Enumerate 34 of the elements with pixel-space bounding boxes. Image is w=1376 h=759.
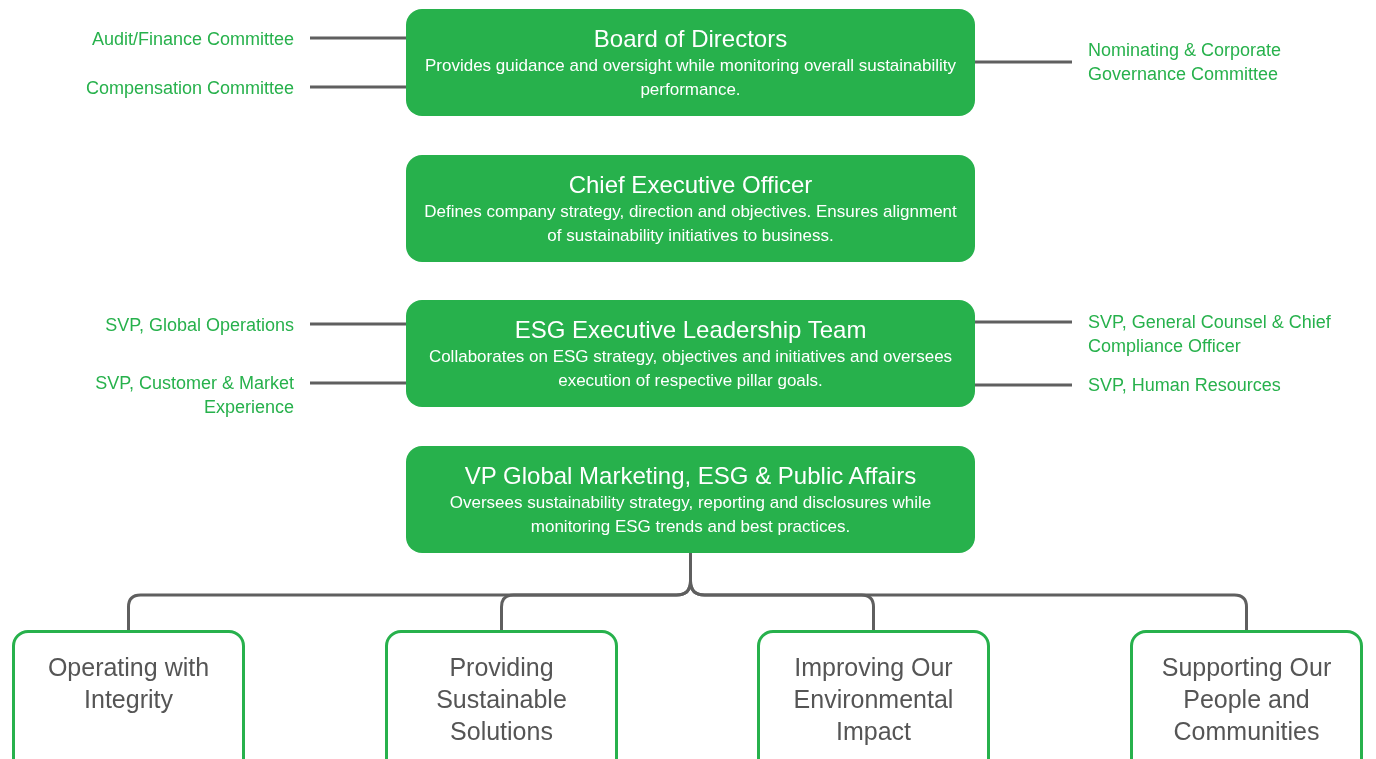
role-title: Board of Directors [593,23,788,54]
role-title: VP Global Marketing, ESG & Public Affairs [464,460,917,491]
role-box [406,300,975,407]
pillar-label: Operating with Integrity [46,652,211,715]
connector-line [975,320,1072,324]
committee-label: Compensation Committee [30,76,310,100]
role-box [406,446,975,553]
connector-line [310,36,406,40]
connector-line [975,60,1072,64]
pillar-label: Supporting Our People and Communities [1160,652,1333,747]
committee-label: SVP, Global Operations [30,313,310,337]
role-description: Provides guidance and oversight while monitoring overall sustainability performance. [423,54,958,101]
committee-label: SVP, Human Resources [1072,373,1332,397]
committee-label: Nominating & Corporate Governance Committee [1072,38,1332,86]
connector-line [310,381,406,385]
connector-line [975,383,1072,387]
pillar-box [12,630,245,759]
role-description: Oversees sustainability strategy, reporting and disclosures while monitoring ESG trends and best practices. [448,491,933,538]
committee-label: SVP, Customer & Market Experience [30,371,310,419]
committee-label: SVP, General Counsel & Chief Compliance Officer [1072,310,1332,358]
role-box [406,9,975,116]
role-box [406,155,975,262]
pillar-box [385,630,618,759]
pillar-label: Providing Sustainable Solutions [435,652,568,747]
connector-line [310,322,406,326]
role-description: Defines company strategy, direction and objectives. Ensures alignment of sustainability initiatives to business. [423,200,958,247]
pillar-box [757,630,990,759]
connector-line [310,85,406,89]
committee-label: Audit/Finance Committee [30,27,310,51]
pillar-label: Improving Our Environmental Impact [792,652,955,747]
role-title: Chief Executive Officer [568,169,813,200]
pillar-box [1130,630,1363,759]
role-title: ESG Executive Leadership Team [514,314,867,345]
role-description: Collaborates on ESG strategy, objectives and initiatives and oversees execution of respective pillar goals. [427,345,954,392]
